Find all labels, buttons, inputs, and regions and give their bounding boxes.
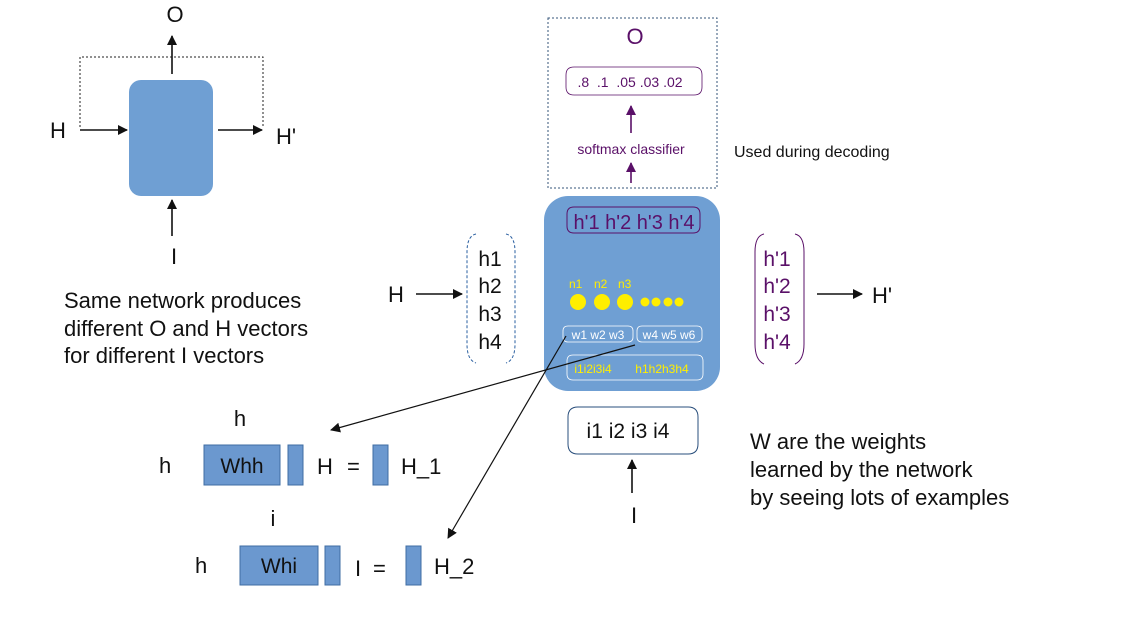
neuron-label-n1: n1 bbox=[569, 277, 583, 291]
output-probabilities: .8 .1 .05 .03 .02 bbox=[577, 74, 682, 90]
weights-left-text: w1 w2 w3 bbox=[571, 328, 625, 342]
eq1-row-label: h bbox=[159, 453, 171, 478]
hprime-value-4: h'4 bbox=[763, 331, 791, 354]
weights-right-text: w4 w5 w6 bbox=[642, 328, 696, 342]
eq1-equals: = bbox=[347, 454, 360, 479]
neuron-dot-small bbox=[674, 297, 684, 307]
h-output-group: h'1 h'2 h'3 h'4 H' bbox=[754, 233, 892, 365]
whh-matrix-label: Whh bbox=[220, 455, 263, 478]
eq1-result-label: H_1 bbox=[401, 454, 441, 479]
eq1-vector-bar bbox=[287, 444, 304, 486]
output-o-label: O bbox=[626, 24, 643, 49]
h-vector-left-bracket-icon bbox=[466, 233, 477, 364]
softmax-classifier-label: softmax classifier bbox=[577, 141, 685, 157]
eq1-vector-label: H bbox=[317, 454, 333, 479]
eq2-result-bar bbox=[405, 545, 422, 586]
i-vector-bracket-icon bbox=[567, 406, 699, 455]
eq1-result-bar bbox=[372, 444, 389, 486]
i-vector-values: i1 i2 i3 i4 bbox=[587, 420, 670, 443]
hprime-value-1: h'1 bbox=[763, 248, 790, 271]
h-output-label: H' bbox=[872, 283, 892, 308]
equation-whh: h h Whh H = H_1 bbox=[159, 406, 441, 486]
main-rnn-cell: h'1 h'2 h'3 h'4 n1 n2 n3 w1 w2 w3 w4 w5 … bbox=[544, 196, 720, 391]
eq2-vector-label: I bbox=[355, 556, 361, 581]
h-input-label: H bbox=[388, 282, 404, 307]
weights-note-line-1: W are the weights bbox=[750, 429, 926, 454]
same-network-note: Same network produces different O and H … bbox=[64, 288, 308, 368]
neuron-dot-small bbox=[663, 297, 673, 307]
whi-matrix-label: Whi bbox=[261, 555, 297, 578]
left-input-h-label: H bbox=[50, 118, 66, 143]
h-vector-right-bracket-icon bbox=[505, 233, 516, 364]
neuron-dot bbox=[570, 294, 586, 310]
note-line-3: for different I vectors bbox=[64, 343, 264, 368]
h-input-group: H h1 h2 h3 h4 bbox=[388, 233, 516, 364]
weights-left-bracket-icon bbox=[562, 325, 634, 343]
left-output-h-label: H' bbox=[276, 124, 296, 149]
whh-matrix bbox=[203, 444, 281, 486]
output-softmax-box: O .8 .1 .05 .03 .02 softmax classifier bbox=[547, 17, 718, 189]
h-value-4: h4 bbox=[478, 331, 502, 354]
inputs-bracket-icon bbox=[566, 354, 704, 381]
left-input-label: I bbox=[171, 244, 177, 269]
left-output-label: O bbox=[166, 2, 183, 27]
weights-note-line-3: by seeing lots of examples bbox=[750, 485, 1009, 510]
neuron-dot-small bbox=[651, 297, 661, 307]
weights-note: W are the weights learned by the network… bbox=[750, 429, 1009, 510]
h-value-1: h1 bbox=[478, 248, 501, 271]
weights-to-whi-arrow-icon bbox=[447, 335, 567, 539]
note-line-1: Same network produces bbox=[64, 288, 301, 313]
neuron-dots bbox=[570, 294, 684, 310]
inputs-left-text: i1i2i3i4 bbox=[574, 362, 612, 376]
hprime-left-bracket-icon bbox=[754, 233, 765, 365]
neuron-dot-small bbox=[640, 297, 650, 307]
hprime-value-3: h'3 bbox=[763, 303, 790, 326]
h-value-3: h3 bbox=[478, 303, 501, 326]
i-input-group: i1 i2 i3 i4 I bbox=[567, 406, 699, 528]
neuron-dot bbox=[594, 294, 610, 310]
rnn-cell-box bbox=[129, 80, 213, 196]
hprime-row-bracket-icon bbox=[566, 206, 701, 234]
eq1-top-label: h bbox=[234, 406, 246, 431]
hprime-right-bracket-icon bbox=[794, 233, 805, 365]
note-line-2: different O and H vectors bbox=[64, 316, 308, 341]
equation-whi: i h Whi I = H_2 bbox=[195, 506, 474, 586]
eq2-top-label: i bbox=[271, 506, 276, 531]
weights-to-whh-arrow-icon bbox=[330, 344, 636, 433]
i-input-label: I bbox=[631, 503, 637, 528]
weights-note-line-2: learned by the network bbox=[750, 457, 974, 482]
whi-matrix bbox=[239, 545, 319, 586]
hprime-row-text: h'1 h'2 h'3 h'4 bbox=[574, 212, 695, 234]
weights-right-bracket-icon bbox=[636, 325, 703, 343]
eq2-result-label: H_2 bbox=[434, 554, 474, 579]
neuron-dot bbox=[617, 294, 633, 310]
neuron-label-n2: n2 bbox=[594, 277, 608, 291]
hprime-value-2: h'2 bbox=[763, 275, 790, 298]
used-during-decoding-note: Used during decoding bbox=[734, 144, 890, 161]
eq2-equals: = bbox=[373, 556, 386, 581]
output-dotted-box bbox=[547, 17, 718, 189]
probs-curly-bracket-icon bbox=[565, 66, 703, 96]
eq2-row-label: h bbox=[195, 553, 207, 578]
eq2-vector-bar bbox=[324, 545, 341, 586]
h-value-2: h2 bbox=[478, 275, 501, 298]
neuron-label-n3: n3 bbox=[618, 277, 632, 291]
left-rnn-cell: O H H' I bbox=[50, 2, 296, 269]
inputs-right-text: h1h2h3h4 bbox=[635, 362, 689, 376]
